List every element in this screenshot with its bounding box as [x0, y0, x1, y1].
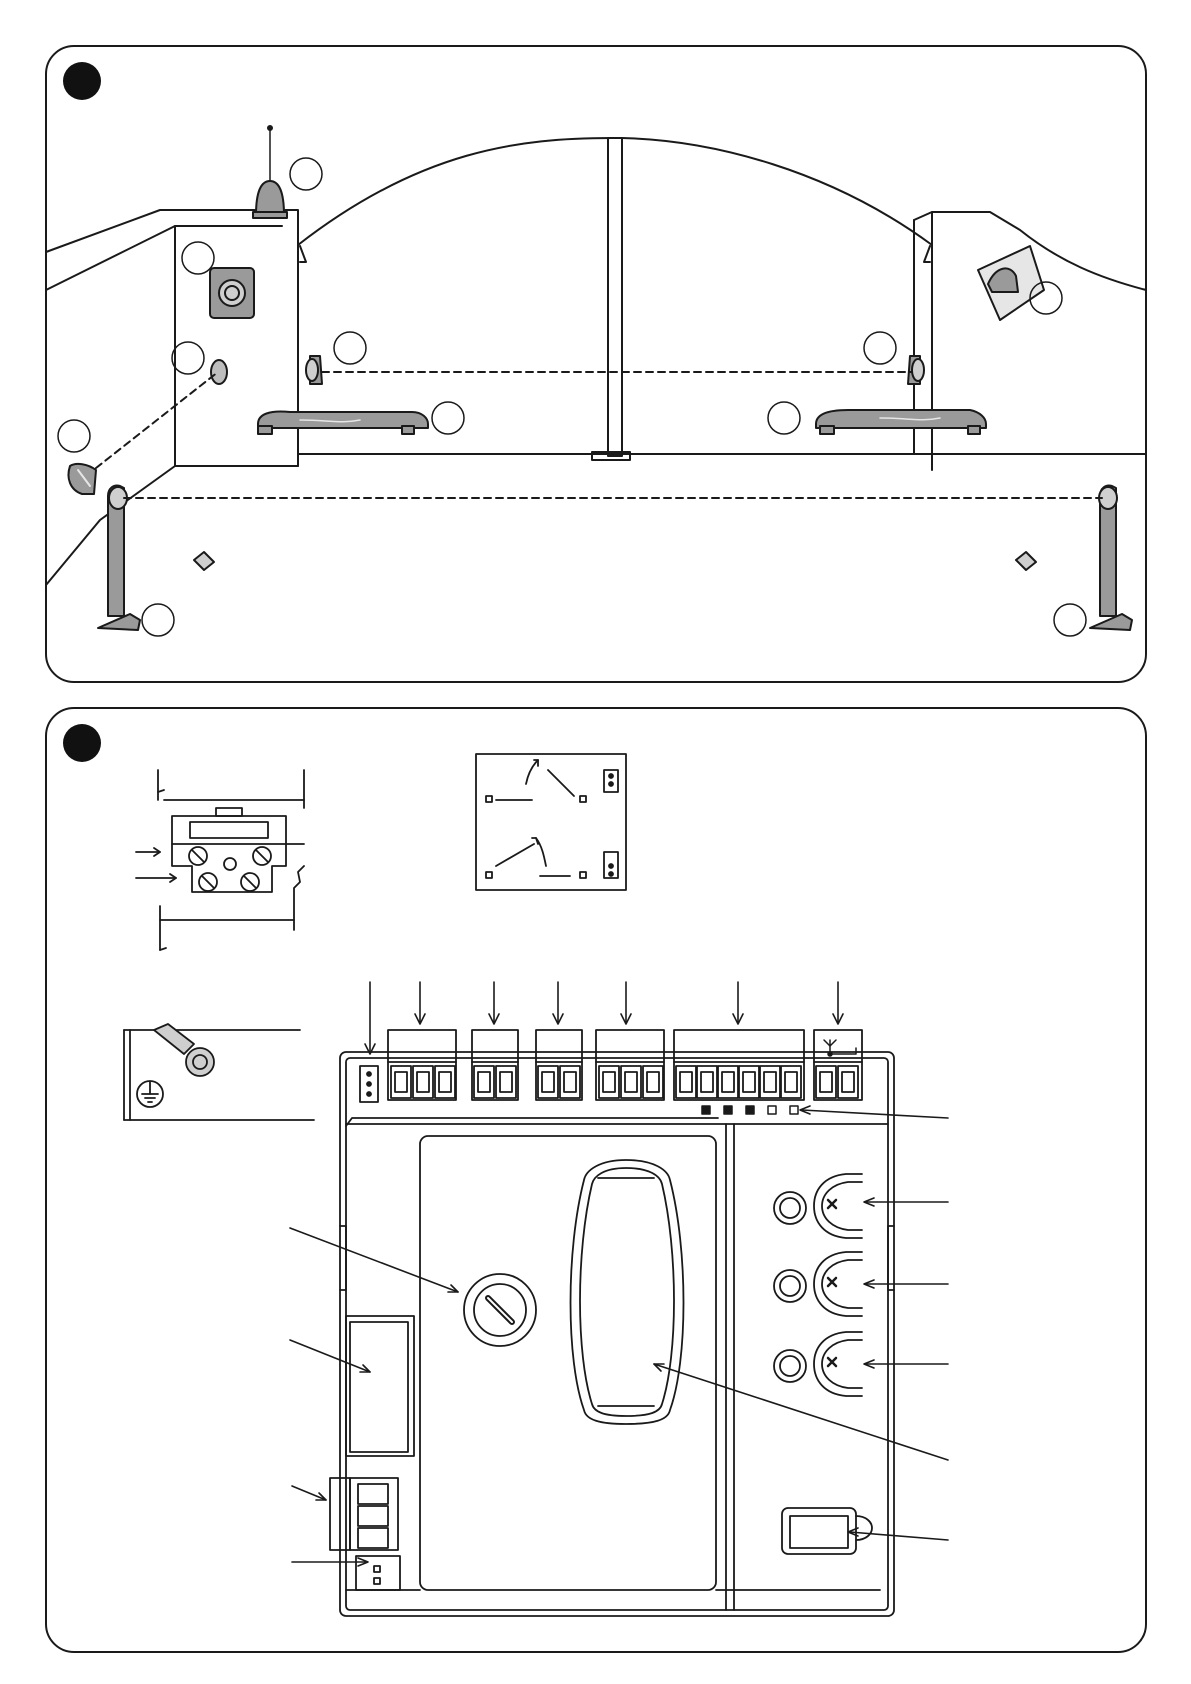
figure-2-number-badge [63, 724, 101, 762]
callout [432, 402, 464, 434]
callout [182, 242, 214, 274]
callout [768, 402, 800, 434]
figure-2-panel [46, 708, 1146, 1652]
button-2 [774, 1252, 862, 1316]
button-3 [774, 1332, 862, 1396]
control-board [330, 1030, 894, 1616]
battery-connector-bay [346, 1316, 414, 1456]
button-1 [774, 1174, 862, 1238]
flashing-light [253, 126, 287, 218]
ground-stop-right [1016, 552, 1036, 570]
ground-connection-detail [124, 1024, 314, 1120]
callout [334, 332, 366, 364]
callout [864, 332, 896, 364]
antenna-icon [824, 1040, 856, 1056]
usb-connector [782, 1508, 872, 1554]
callout [172, 342, 204, 374]
left-wall [46, 210, 298, 585]
radio-receiver-slot [571, 1160, 684, 1424]
photocell-column-left [98, 485, 140, 630]
photocell-left-wall [211, 360, 227, 384]
programming-buttons [774, 1174, 862, 1396]
key-selector [210, 268, 254, 318]
photocell-beams [96, 372, 1102, 498]
callout [142, 604, 174, 636]
led-row [702, 1106, 798, 1114]
led-empty [790, 1106, 798, 1114]
photocell-column-right [1090, 485, 1132, 630]
photocell-left-gate [306, 356, 322, 384]
gearmotor-right [816, 410, 986, 434]
terminal-strip [360, 1030, 862, 1102]
figure-1-number-badge [63, 62, 101, 100]
gate-center-post [608, 138, 622, 456]
callout [1054, 604, 1086, 636]
callout [290, 158, 322, 190]
led-filled [724, 1106, 732, 1114]
limit-switch-config-diagram [476, 754, 626, 890]
led-filled [746, 1106, 754, 1114]
photocell-right-gate [908, 356, 924, 384]
led-empty [768, 1106, 776, 1114]
ground-stop-left [194, 552, 214, 570]
callout [1030, 282, 1062, 314]
led-filled [702, 1106, 710, 1114]
callout [58, 420, 90, 452]
gearmotor-left [258, 412, 428, 435]
fuse-trimmer [464, 1274, 536, 1346]
terminal-block-detail [136, 770, 304, 950]
photocell-wall-cone [69, 464, 97, 494]
figure-1-panel [46, 46, 1146, 682]
